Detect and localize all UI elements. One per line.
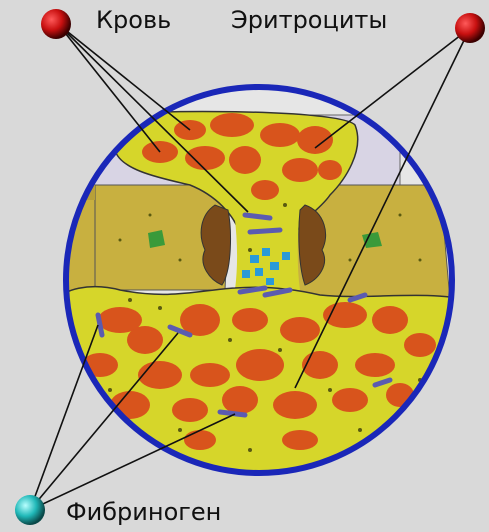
fibrinogen-marker-icon bbox=[15, 495, 45, 525]
wound-channel bbox=[230, 185, 300, 290]
erythrocytes-marker-icon bbox=[455, 13, 485, 43]
circle-content bbox=[60, 80, 470, 480]
label-erythrocytes: Эритроциты bbox=[231, 8, 387, 32]
blood-marker-icon bbox=[41, 9, 71, 39]
tissue-cell bbox=[148, 230, 165, 248]
label-blood: Кровь bbox=[96, 8, 171, 32]
label-fibrinogen: Фибриноген bbox=[66, 500, 221, 524]
